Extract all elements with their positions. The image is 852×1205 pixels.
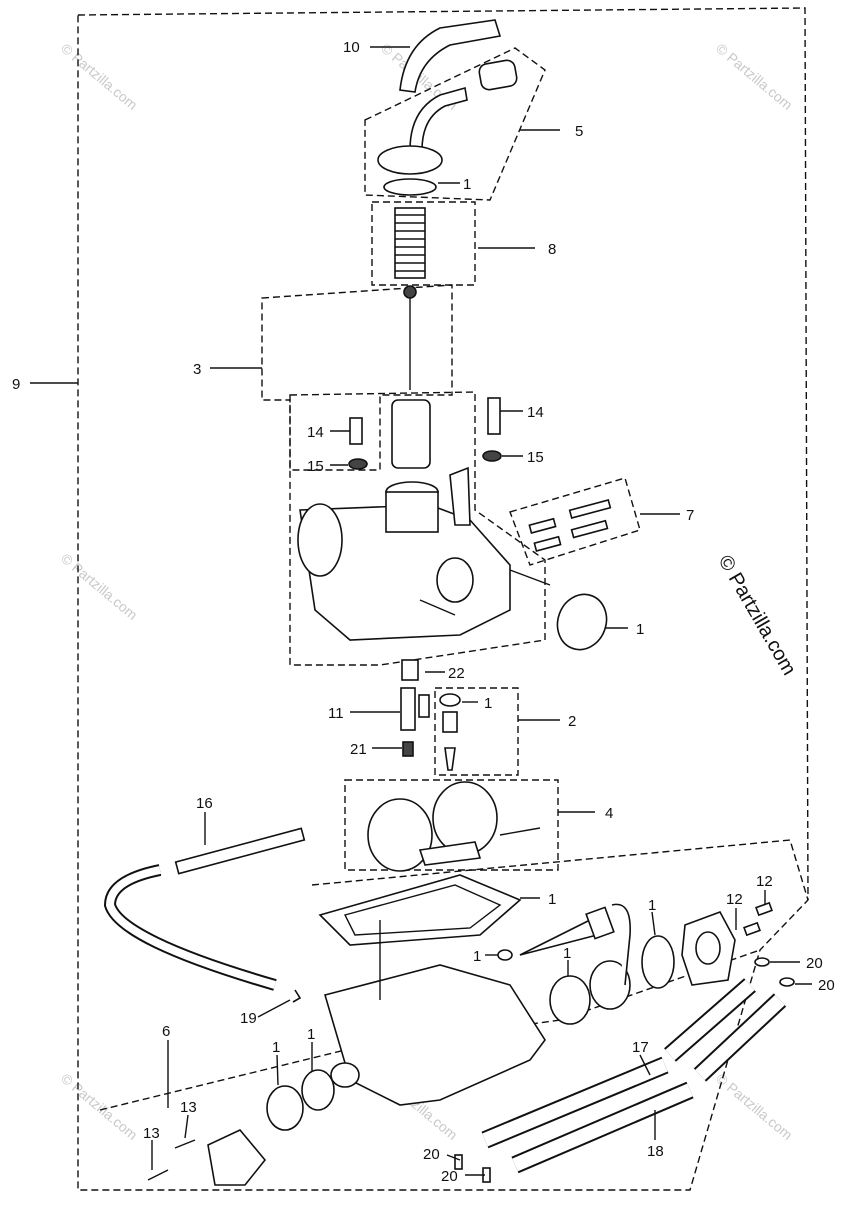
callout-20: 20: [423, 1146, 440, 1163]
callout-7: 7: [686, 507, 694, 524]
part-choke-needle: [519, 918, 599, 956]
outline-group-2: [434, 687, 519, 776]
part-jet-22: [418, 694, 430, 718]
watermark: © Partzilla.com: [58, 40, 141, 113]
outline-group-7: [509, 477, 641, 566]
part-screw-13b: [147, 1169, 169, 1181]
outline-assembly-9: [77, 7, 809, 1191]
callouts: 10 5 1 8 9 3 14 14 15 15 7 1 22 11 1 2 2…: [12, 39, 835, 1185]
watermark: © Partzilla.com: [713, 1070, 796, 1143]
part-screw-12b: [755, 901, 773, 917]
callout-1: 1: [463, 176, 471, 193]
callout-4: 4: [605, 805, 613, 822]
part-cable-5: [409, 86, 468, 151]
part-tube-16: [174, 827, 306, 875]
callout-14: 14: [527, 404, 544, 421]
part-screw-14-right: [487, 397, 501, 435]
part-float-4: [367, 781, 541, 872]
callout-21: 21: [350, 741, 367, 758]
callout-19: 19: [240, 1010, 257, 1027]
callout-13: 13: [180, 1099, 197, 1116]
callout-17: 17: [632, 1039, 649, 1056]
part-cover: [589, 960, 631, 1010]
callout-20: 20: [818, 977, 835, 994]
part-screw-21: [402, 741, 414, 757]
callout-1: 1: [563, 945, 571, 962]
watermark: © Partzilla.com: [713, 40, 796, 113]
callout-1: 1: [473, 948, 481, 965]
outline-float-group: [311, 839, 809, 901]
part-float-valve-seat-2: [442, 711, 458, 733]
part-washer-1: [439, 693, 461, 707]
callout-16: 16: [196, 795, 213, 812]
callout-20: 20: [441, 1168, 458, 1185]
part-spring-15-right: [482, 450, 502, 462]
leader-lines: [30, 46, 812, 1176]
part-diaphragm-1-drain: [301, 1069, 335, 1111]
watermark: © Partzilla.com: [58, 550, 141, 623]
part-screw-12a: [743, 921, 761, 937]
part-carburetor-body: [297, 466, 551, 641]
outline-carburetor-body: [289, 391, 546, 666]
part-clip-19: [292, 989, 302, 1003]
outline-group-4: [344, 779, 559, 871]
brand-mark: © Partzilla.com: [714, 552, 800, 680]
callout-14: 14: [307, 424, 324, 441]
part-washer-1-small: [497, 949, 513, 961]
callout-18: 18: [647, 1143, 664, 1160]
part-float-valve-2: [444, 747, 456, 771]
part-jet: [401, 659, 419, 681]
callout-12: 12: [756, 873, 773, 890]
part-oring-1-accel: [641, 935, 675, 989]
part-diaphragm-1: [549, 975, 591, 1025]
callout-10: 10: [343, 39, 360, 56]
callout-6: 6: [162, 1023, 170, 1040]
callout-1: 1: [272, 1039, 280, 1056]
part-clip-20a: [754, 957, 770, 967]
callout-15: 15: [527, 449, 544, 466]
part-choke-knob: [585, 906, 615, 940]
outline-group-8: [371, 201, 476, 286]
part-spring-15-left: [348, 458, 368, 470]
part-drain-cover: [207, 1129, 267, 1186]
part-spring-8: [394, 207, 426, 279]
part-throttle-valve: [391, 399, 431, 469]
part-float-chamber: [323, 920, 546, 1106]
part-float-chamber-gasket-1: [318, 874, 522, 946]
callout-15: 15: [307, 458, 324, 475]
part-clip-20c: [454, 1154, 463, 1170]
callout-9: 9: [12, 376, 20, 393]
callout-22: 22: [448, 665, 465, 682]
callout-20: 20: [806, 955, 823, 972]
callout-13: 13: [143, 1125, 160, 1142]
watermark: © Partzilla.com: [58, 1070, 141, 1143]
callout-5: 5: [575, 123, 583, 140]
part-oring-1: [383, 178, 437, 196]
part-tube-10: [399, 19, 502, 93]
part-clip: [403, 285, 417, 299]
callout-2: 2: [568, 713, 576, 730]
callout-1: 1: [636, 621, 644, 638]
callout-1: 1: [307, 1026, 315, 1043]
part-adjuster-5: [478, 59, 518, 91]
part-screw-14-left: [349, 417, 363, 445]
callout-3: 3: [193, 361, 201, 378]
callout-1: 1: [648, 897, 656, 914]
callout-1: 1: [484, 695, 492, 712]
callout-1: 1: [548, 891, 556, 908]
part-wire: [611, 903, 631, 986]
part-oring-1-drain: [266, 1085, 304, 1131]
callout-12: 12: [726, 891, 743, 908]
callout-8: 8: [548, 241, 556, 258]
part-cap-5: [377, 145, 443, 175]
outline-group-5: [364, 47, 546, 201]
callout-11: 11: [328, 705, 344, 722]
part-clip-20b: [779, 977, 795, 987]
part-screw-set-7: [528, 498, 612, 552]
part-needle-jet-11: [400, 687, 416, 731]
part-oring-1-right: [556, 593, 608, 651]
part-screw-13a: [174, 1139, 196, 1149]
